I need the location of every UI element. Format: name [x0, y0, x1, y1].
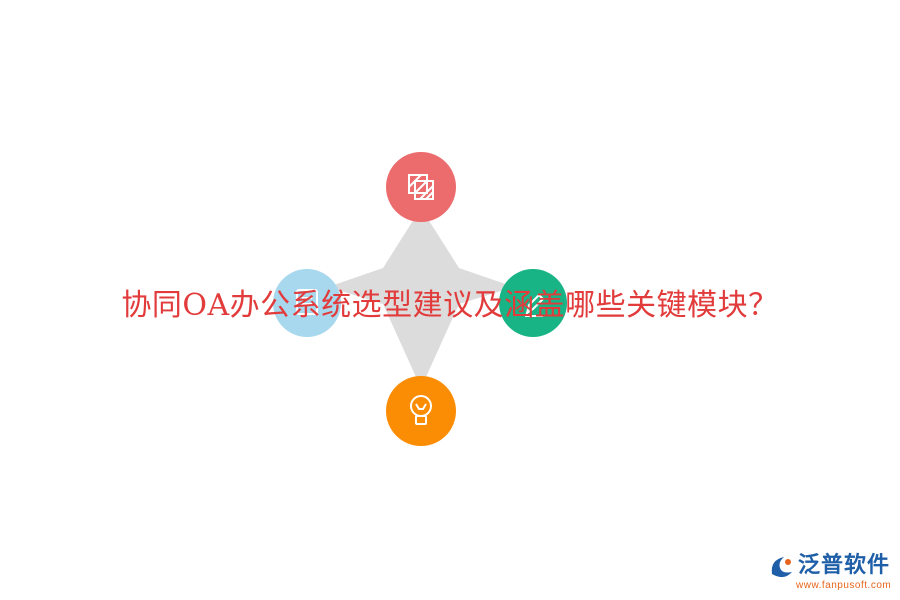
document-icon [296, 289, 318, 315]
lightbulb-icon [410, 395, 432, 425]
star-shape [328, 208, 514, 388]
logo-name: 泛普软件 [798, 553, 891, 578]
brand-logo[interactable]: 泛普软件 www.fanpusoft.com [768, 550, 896, 596]
striped-squares-icon [408, 174, 434, 200]
node-right [499, 269, 567, 337]
node-left [273, 269, 341, 337]
node-bottom [386, 376, 456, 446]
logo-icon [771, 557, 792, 578]
node-top [386, 152, 456, 222]
headline: 协同OA办公系统选型建议及涵盖哪些关键模块？ [121, 288, 779, 323]
pen-icon [525, 293, 545, 317]
logo-url: www.fanpusoft.com [796, 580, 892, 591]
